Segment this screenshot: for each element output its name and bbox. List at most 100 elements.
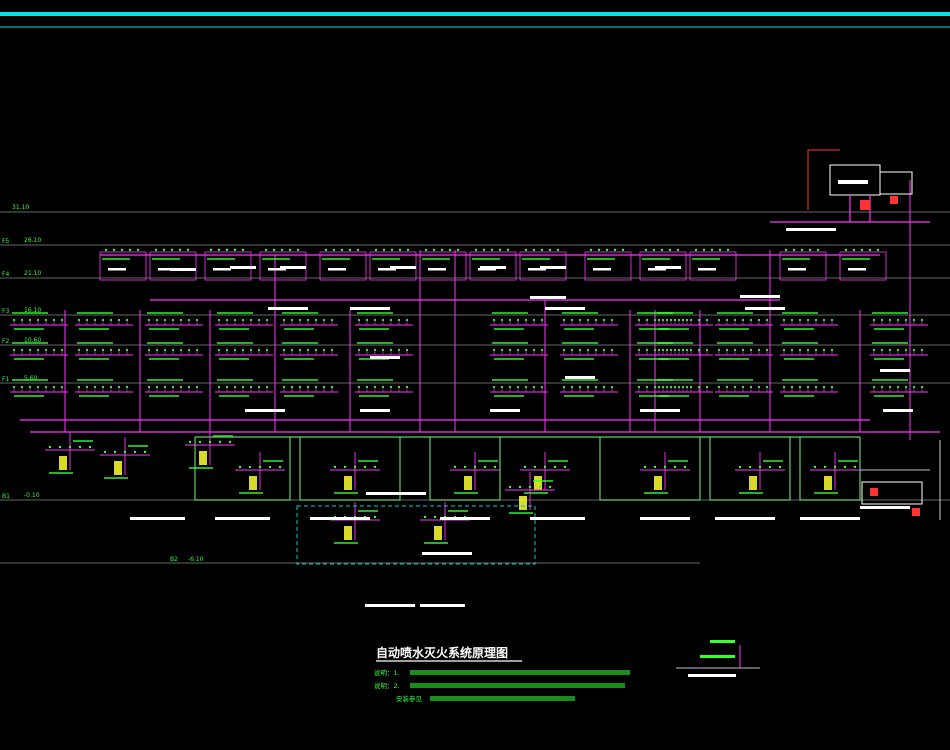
- sprinkler-row: [655, 379, 713, 397]
- label-plate: [420, 604, 465, 607]
- sprinkler-row: [780, 342, 838, 360]
- branch-box: [369, 248, 417, 281]
- sprinkler-row: [715, 312, 773, 330]
- sprinkler-row: [355, 379, 413, 397]
- floor-f1-elev: 5.60: [24, 375, 38, 382]
- sprinkler-row: [780, 379, 838, 397]
- branch-box: [149, 248, 197, 281]
- sprinkler-row: [490, 342, 548, 360]
- roof-level: 31.10: [12, 204, 29, 211]
- sprinkler-row: [75, 379, 133, 397]
- branch-box: [99, 248, 147, 281]
- floor-f4-elev: 21.10: [24, 270, 41, 277]
- sprinkler-row: [560, 379, 618, 397]
- branch-box: [319, 248, 367, 281]
- floor-labels: 31.10 F5 26.10 F4 21.10 F3 16.10 F2 10.6…: [2, 204, 204, 563]
- branch-box: [259, 248, 307, 281]
- frame-top: [0, 12, 950, 28]
- label-plate: [490, 409, 520, 412]
- sprinkler-row: [215, 312, 273, 330]
- label-plate: [540, 266, 566, 269]
- label-plate: [640, 409, 680, 412]
- valve-cluster: [235, 452, 285, 494]
- valve-cluster: [450, 452, 500, 494]
- label-plate: [530, 296, 566, 299]
- pump-room-dashed-box: [296, 505, 536, 565]
- sprinkler-row: [490, 379, 548, 397]
- valve-cluster: [735, 452, 785, 494]
- sprinkler-row: [280, 379, 338, 397]
- main-pipes: [20, 221, 940, 433]
- sprinkler-row: [655, 342, 713, 360]
- branch-box: [204, 248, 252, 281]
- floor-b1-label: B1: [2, 493, 10, 500]
- sprinkler-row: [280, 312, 338, 330]
- branch-box: [419, 248, 467, 281]
- label-plate: [350, 307, 390, 310]
- sprinkler-row: [715, 379, 773, 397]
- floor-f5-elev: 26.10: [24, 237, 41, 244]
- sprinkler-row: [635, 379, 693, 397]
- label-plate: [860, 506, 910, 509]
- floor-f3-label: F3: [2, 308, 9, 315]
- branch-box: [584, 248, 632, 281]
- floor-b2-label: B2: [170, 556, 178, 563]
- valve-cluster: [420, 502, 470, 544]
- note-line-1: 说明：1.: [374, 668, 400, 677]
- valve-cluster: [45, 432, 95, 474]
- label-plate: [740, 295, 780, 298]
- floor-f1-label: F1: [2, 376, 9, 383]
- detail-legend: [676, 640, 760, 677]
- sprinkler-row: [490, 312, 548, 330]
- sprinkler-row: [870, 312, 928, 330]
- label-plate: [360, 409, 390, 412]
- floor-b2-elev: -6.10: [188, 556, 204, 563]
- branch-box: [639, 248, 687, 281]
- label-plate: [370, 356, 400, 359]
- label-plate: [130, 517, 185, 520]
- sprinkler-row: [655, 312, 713, 330]
- label-plate: [640, 517, 690, 520]
- valve-cluster: [640, 452, 690, 494]
- sprinkler-row: [780, 312, 838, 330]
- basement-enclosures: [194, 436, 861, 501]
- note-line-3: 安装参见: [396, 694, 423, 703]
- label-plate: [280, 266, 306, 269]
- label-plate: [215, 517, 270, 520]
- sprinkler-row: [75, 342, 133, 360]
- sprinkler-row: [145, 312, 203, 330]
- branch-box: [519, 248, 567, 281]
- label-plate: [390, 266, 416, 269]
- floor-b1-elev: -0.10: [24, 492, 40, 499]
- label-plate: [170, 268, 196, 271]
- label-plate: [310, 517, 370, 520]
- branch-box: [469, 248, 517, 281]
- sprinkler-row: [75, 312, 133, 330]
- valve-cluster: [520, 452, 570, 494]
- label-plate: [715, 517, 775, 520]
- floor-f3-elev: 16.10: [24, 307, 41, 314]
- roof-water-tank: [786, 149, 913, 231]
- floor-level-lines: [0, 211, 950, 564]
- label-bars: [130, 266, 913, 607]
- floor-f2-label: F2: [2, 338, 9, 345]
- sprinkler-row: [355, 312, 413, 330]
- valve-cluster: [810, 452, 860, 494]
- floor-f5-label: F5: [2, 238, 9, 245]
- sprinkler-row: [10, 379, 68, 397]
- sprinkler-row: [10, 312, 68, 330]
- label-plate: [530, 517, 585, 520]
- label-plate: [565, 376, 595, 379]
- sprinkler-row: [870, 379, 928, 397]
- label-plate: [545, 307, 585, 310]
- label-plate: [883, 409, 913, 412]
- label-plate: [800, 517, 860, 520]
- label-plate: [880, 369, 910, 372]
- label-plate: [268, 307, 308, 310]
- label-plate: [366, 492, 426, 495]
- sprinkler-row: [560, 312, 618, 330]
- sprinkler-row: [715, 342, 773, 360]
- valve-cluster: [330, 502, 380, 544]
- floor-f4-label: F4: [2, 271, 9, 278]
